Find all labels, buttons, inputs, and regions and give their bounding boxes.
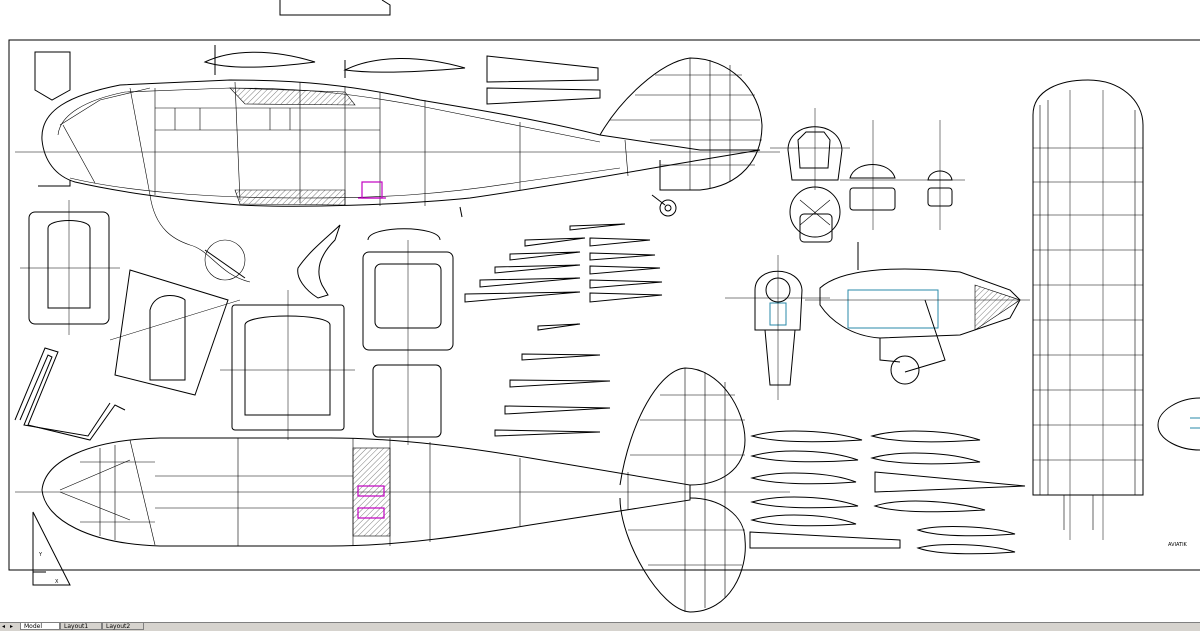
ucs-x-label: X	[55, 579, 59, 585]
top-title-box	[279, 0, 391, 16]
ucs-y-label: Y	[38, 552, 43, 558]
former-parts-left	[14, 200, 355, 441]
tab-layout1-label: Layout1	[64, 623, 89, 630]
rib-parts-top	[34, 45, 601, 105]
fuselage-top-view	[15, 437, 790, 547]
tab-scroll-right-icon[interactable]: ▸	[10, 623, 14, 630]
tab-scroll-left-icon[interactable]: ◂	[2, 623, 6, 630]
wing-ribs-lower	[749, 430, 1026, 555]
tab-model[interactable]: Model	[20, 623, 60, 630]
fuselage-side-view	[15, 79, 780, 283]
sheet-border	[8, 39, 1200, 571]
tab-layout2[interactable]: Layout2	[102, 623, 144, 630]
cowl-front-partial	[1157, 397, 1200, 451]
vertical-tail-side	[599, 57, 763, 217]
wing-plan-view	[1032, 79, 1144, 540]
engine-cowling	[725, 242, 1030, 400]
tab-model-label: Model	[24, 623, 43, 630]
tab-layout1[interactable]: Layout1	[60, 623, 102, 630]
drawing-tag: AVIATIK	[1168, 542, 1188, 548]
layout-tab-bar: ◂ ▸ Model Layout1 Layout2	[0, 622, 1200, 631]
horizontal-tail-top	[619, 367, 746, 613]
stringer-parts	[464, 223, 663, 437]
tab-layout2-label: Layout2	[106, 623, 131, 630]
ucs-icon: Y X	[32, 511, 71, 586]
former-parts-center	[362, 228, 454, 445]
cross-sections-right	[770, 108, 965, 243]
